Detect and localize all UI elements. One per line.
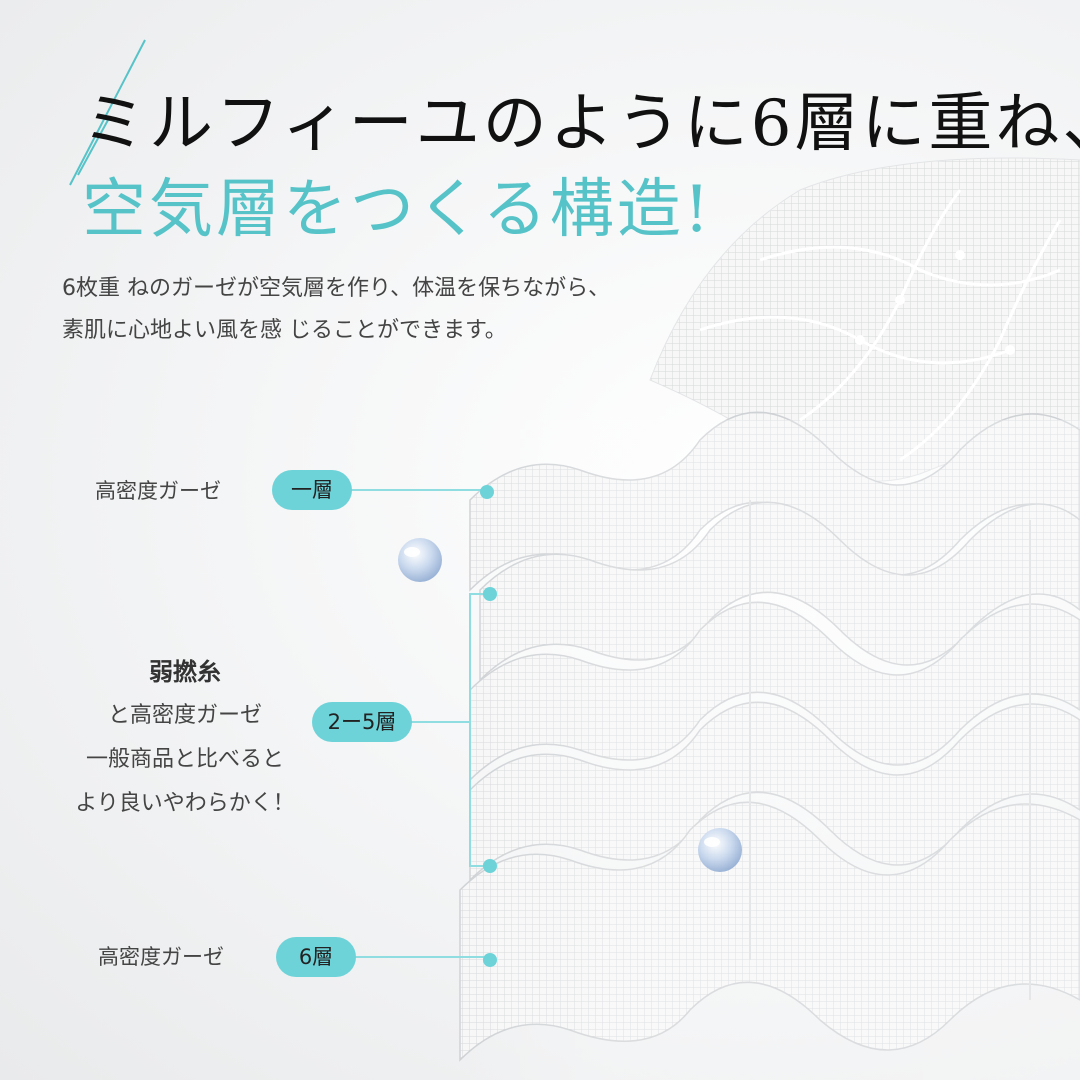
middle-layer-line-3: より良いやわらかく！ xyxy=(75,791,295,816)
layer-stitch-lines xyxy=(749,500,1031,1000)
middle-layer-title: 弱撚糸 xyxy=(149,658,221,686)
accent-lines xyxy=(69,39,146,186)
top-layer-label: 高密度ガーゼ xyxy=(95,479,221,503)
intro-text: 6枚重 ねのガーゼが空気層を作り、体温を保ちながら、 素肌に心地よい風を感 じる… xyxy=(62,268,610,352)
top-layer-badge: 一層 xyxy=(272,470,352,510)
water-droplet-icon xyxy=(398,538,442,582)
intro-line-1: 6枚重 ねのガーゼが空気層を作り、体温を保ちながら、 xyxy=(62,276,611,301)
connector-dot-icon xyxy=(483,859,497,873)
middle-layer-line-1: と高密度ガーゼ xyxy=(107,703,262,728)
water-droplet-icon xyxy=(698,828,742,872)
headline-line-2: 空気層をつくる構造! xyxy=(82,173,713,247)
connector-dot-icon xyxy=(483,587,497,601)
intro-line-2: 素肌に心地よい風を感 じることができます。 xyxy=(62,318,507,343)
connector-dot-icon xyxy=(483,953,497,967)
bottom-layer-badge: 6層 xyxy=(276,937,356,977)
middle-layer-badge: 2ー5層 xyxy=(312,702,412,742)
connector-dot-icon xyxy=(480,485,494,499)
headline-line-1: ミルフィーユのように6層に重ね、 xyxy=(82,87,1080,161)
layer-connectors xyxy=(350,489,488,958)
bottom-layer-label: 高密度ガーゼ xyxy=(98,945,224,969)
middle-layer-description: 弱撚糸 と高密度ガーゼ 一般商品と比べると より良いやわらかく！ xyxy=(40,650,330,826)
middle-layer-line-2: 一般商品と比べると xyxy=(85,747,284,772)
